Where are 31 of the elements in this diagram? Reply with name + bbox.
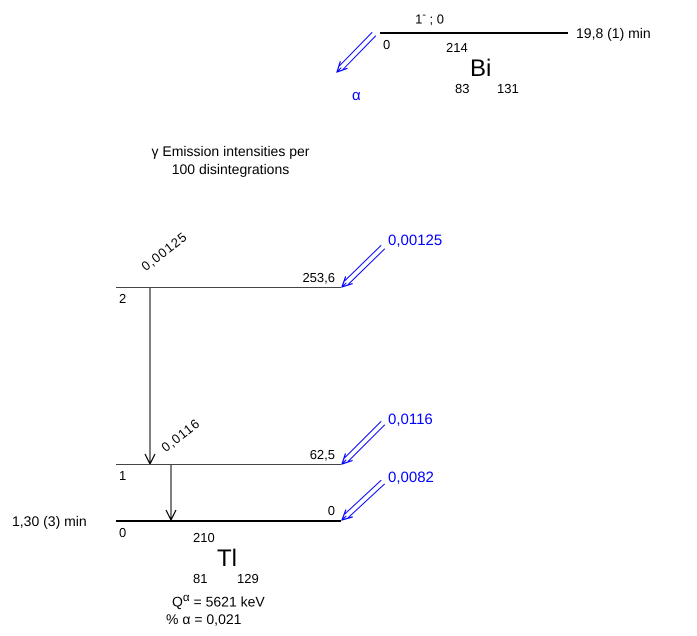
level-energy: 0 [328,504,335,517]
half-life: 19,8 (1) min [576,26,651,40]
element-symbol: Tl [217,547,237,571]
alpha-intensity: 0,0082 [388,470,434,485]
alpha-intensity: 0,00125 [388,233,442,248]
level-energy: 1$^{-}$ ; 0 [415,10,444,26]
note: 214 [446,41,468,54]
alpha-intensity: α [352,88,361,103]
level-number: 0 [383,38,390,51]
level-energy: 253,6 [302,271,335,284]
alpha-feeding-arrow [341,244,386,288]
note: % α = 0,021 [166,612,242,626]
note: 129 [237,572,259,585]
level-number: 1 [119,469,126,482]
element-symbol: Bi [470,57,492,81]
note: 83 [455,82,470,95]
alpha-feeding-arrow [341,480,386,521]
gamma-transition-arrow [165,464,177,521]
note: 81 [193,572,208,585]
level-energy: 62,5 [310,448,335,461]
level-number: 0 [119,526,126,539]
gamma-transition-arrow [144,288,156,465]
alpha-feeding-arrow [341,420,386,465]
note: Q$^{α}$ = 5621 keV [172,592,265,609]
level-number: 2 [119,292,126,305]
alpha-intensity: 0,0116 [388,412,433,427]
half-life: 1,30 (3) min [12,514,87,528]
alpha-feeding-arrow [336,32,376,73]
note: 131 [497,82,519,95]
note: 210 [193,531,215,544]
note: γ Emission intensities per 100 disintegrations [150,142,310,178]
